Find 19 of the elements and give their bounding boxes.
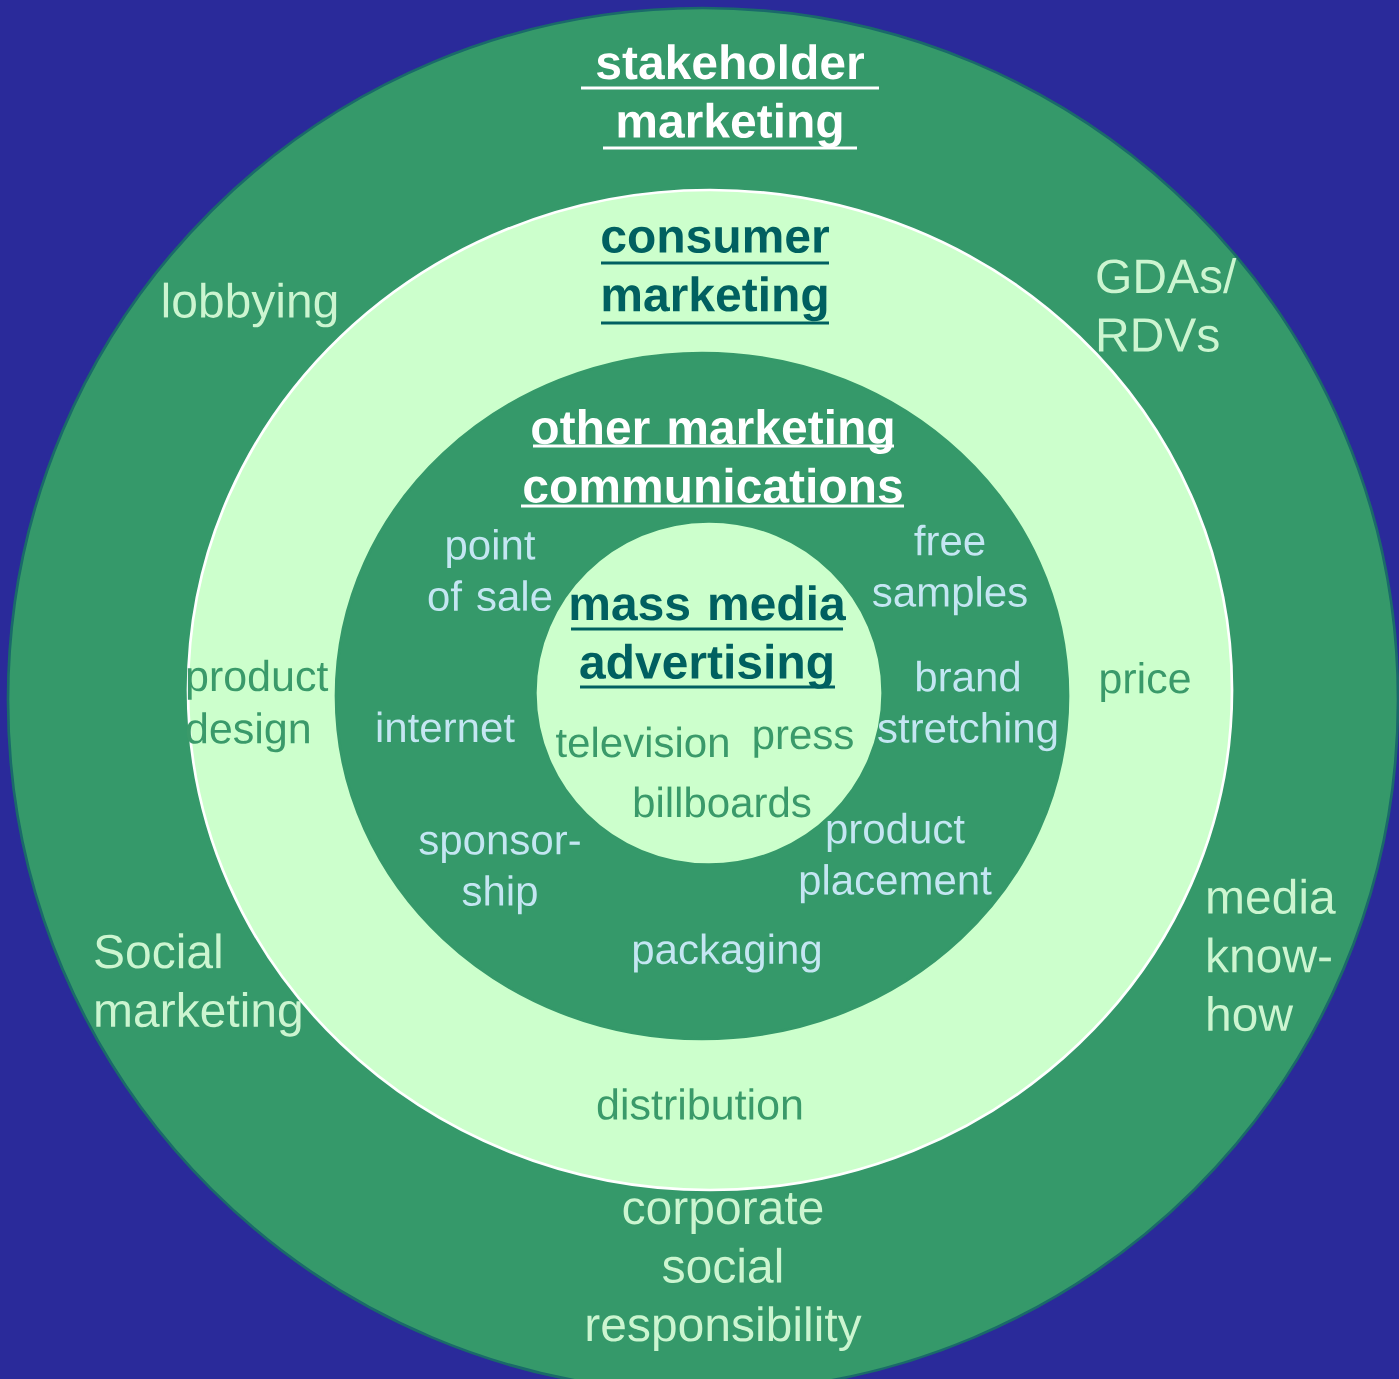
ring-heading: other marketing communications <box>521 409 904 508</box>
ring-item: GDAs/ RDVs <box>1097 258 1237 352</box>
ring-heading: mass media advertising <box>571 585 846 689</box>
ring-item: Social marketing <box>95 933 301 1037</box>
ring-heading: stakeholder marketing <box>581 44 879 150</box>
ring-heading: consumer marketing <box>601 226 829 325</box>
ring-item: free samples <box>873 524 1027 616</box>
ring-item: internet <box>377 711 515 743</box>
ring-item: lobbying <box>163 282 337 328</box>
ring-item: brand stretching <box>878 660 1057 752</box>
ring-item: corporate social responsibility <box>587 1192 862 1352</box>
ring-item: sponsor-ship <box>419 831 580 915</box>
ring-item: distribution <box>597 1088 802 1120</box>
ring-item: price <box>1101 661 1190 703</box>
ring-item: point of sale <box>428 529 552 612</box>
ring-item: media know-how <box>1208 878 1336 1032</box>
ring-item: press <box>754 726 853 758</box>
ring-item: packaging <box>633 933 820 973</box>
ring-item: television <box>556 726 728 758</box>
